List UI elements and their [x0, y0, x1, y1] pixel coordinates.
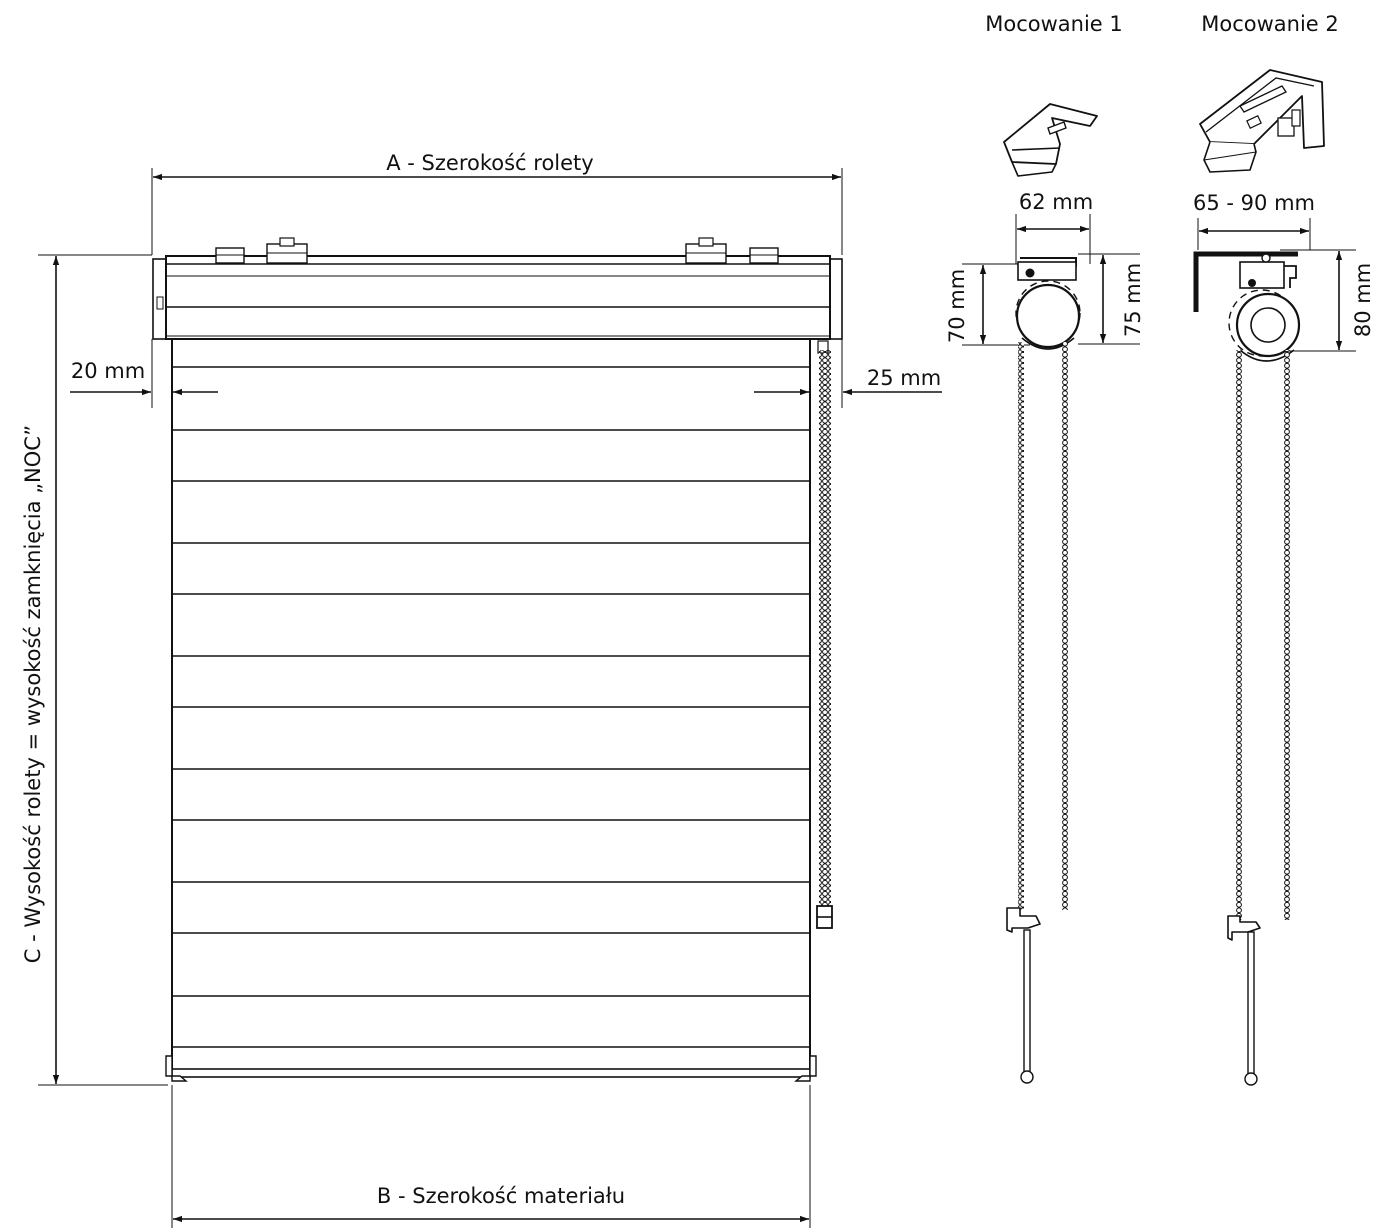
side-chain — [816, 340, 833, 929]
mount-1-bracket-icon — [1003, 103, 1098, 177]
mount-2-depth: 65 - 90 mm — [1193, 191, 1315, 215]
mount-1-height-outer: 70 mm — [945, 269, 969, 343]
mount-2-height-outer: 80 mm — [1351, 263, 1375, 337]
mount-2-title: Mocowanie 2 — [1201, 12, 1339, 36]
dimension-label-right-margin: 25 mm — [867, 366, 941, 390]
fabric — [171, 338, 811, 1076]
mount-1-side-profile — [1006, 257, 1081, 1084]
mount-2: Mocowanie 2 65 - 90 mm 80 mm — [1193, 12, 1375, 1086]
mount-1: Mocowanie 1 62 mm 70 mm 75 mm — [945, 12, 1145, 1084]
mount-2-side-profile — [1193, 251, 1301, 1086]
mount-1-depth: 62 mm — [1019, 190, 1093, 214]
dimension-label-left-margin: 20 mm — [71, 359, 145, 383]
head-rail — [152, 255, 843, 340]
rail-clips — [215, 237, 779, 264]
mount-1-title: Mocowanie 1 — [985, 12, 1123, 36]
front-view: A - Szerokość rolety — [21, 151, 942, 1228]
mount-2-bracket-icon — [1199, 69, 1325, 173]
dimension-label-a: A - Szerokość rolety — [386, 151, 593, 175]
mount-1-height-inner: 75 mm — [1121, 263, 1145, 337]
bottom-bar — [165, 1055, 817, 1082]
dimension-label-c: C - Wysokość rolety = wysokość zamknięci… — [21, 425, 45, 963]
dimension-label-b: B - Szerokość materiału — [377, 1184, 625, 1208]
